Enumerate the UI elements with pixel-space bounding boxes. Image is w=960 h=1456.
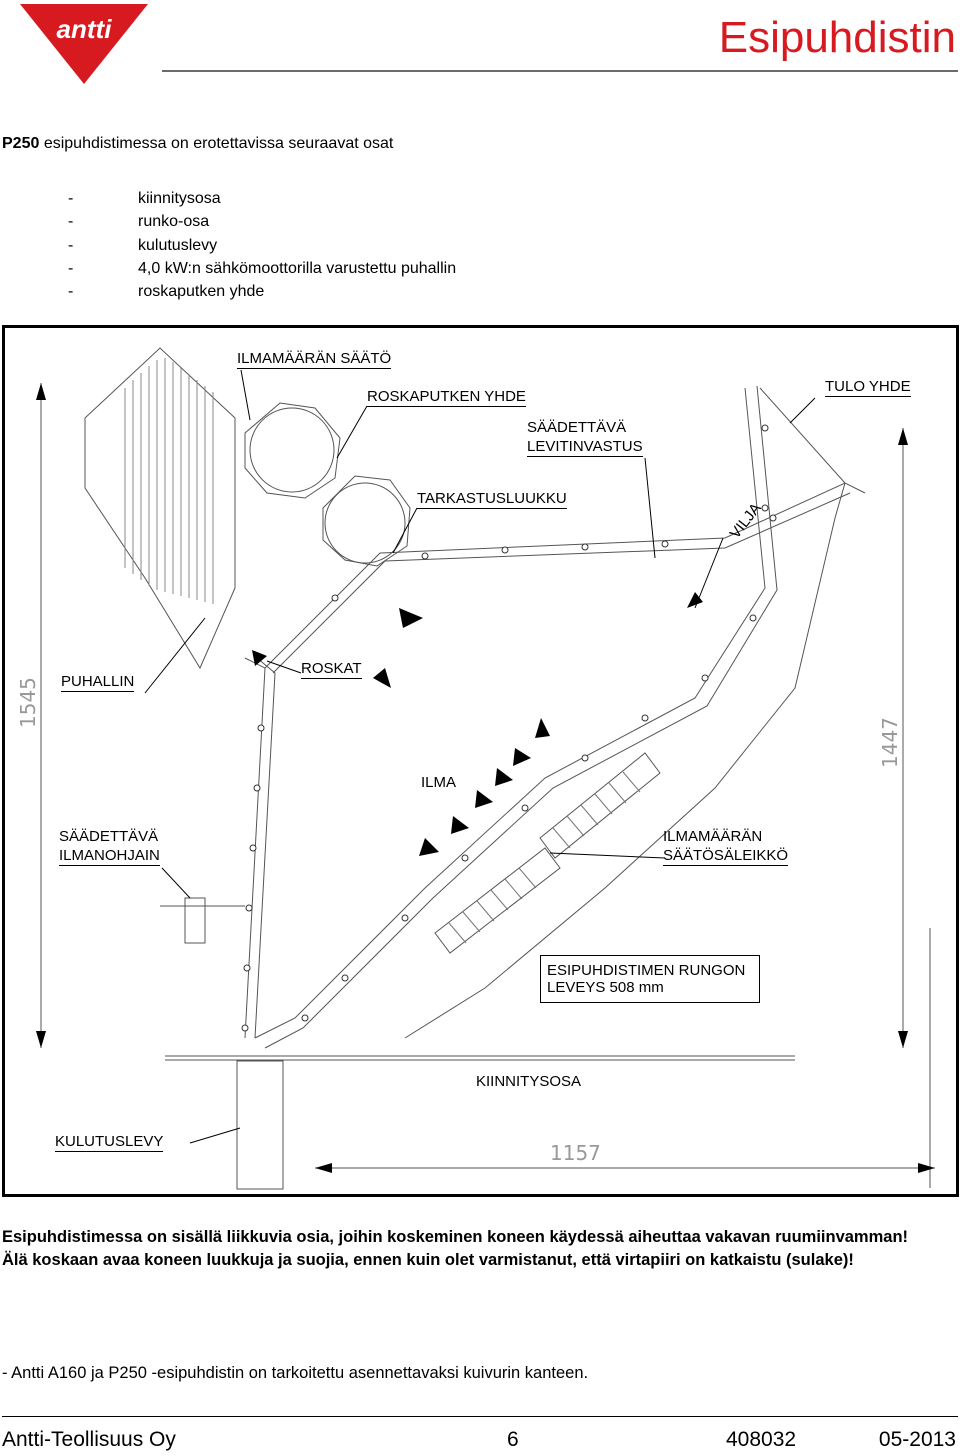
model-name: P250 — [2, 135, 40, 152]
label-saatosaleikko-2: SÄÄTÖSÄLEIKKÖ — [663, 847, 789, 866]
label-levitinvastus-2: LEVITINVASTUS — [527, 438, 643, 457]
dimension-left: 1545 — [16, 677, 40, 728]
parts-list: -kiinnitysosa -runko-osa -kulutuslevy -4… — [68, 187, 456, 303]
label-kiinnitysosa: KIINNITYSOSA — [476, 1073, 582, 1090]
antti-logo: antti — [20, 4, 148, 84]
technical-drawing: 1545 1447 1157 — [16, 347, 935, 1190]
label-saatosaleikko-1: ILMAMÄÄRÄN — [663, 828, 763, 845]
label-ilmanohjain-1: SÄÄDETTÄVÄ — [59, 828, 159, 845]
footer-company: Antti-Teollisuus Oy — [2, 1428, 176, 1451]
label-kulutuslevy: KULUTUSLEVY — [55, 1133, 164, 1152]
label-ilmanohjain-2: ILMANOHJAIN — [59, 847, 160, 866]
footer-doc-number: 408032 — [726, 1428, 797, 1451]
label-tulo-yhde: TULO YHDE — [825, 378, 911, 397]
list-item: -4,0 kW:n sähkömoottorilla varustettu pu… — [68, 259, 457, 277]
warning-line-2: Älä koskaan avaa koneen luukkuja ja suoj… — [2, 1250, 854, 1269]
footer-divider — [2, 1416, 958, 1417]
label-leveys-1: ESIPUHDISTIMEN RUNGON — [547, 962, 746, 979]
list-item: -kiinnitysosa — [68, 190, 221, 207]
pre-cleaner-diagram: 1545 1447 1157 ILMAMÄÄRÄN SÄÄTÖ ROSKAPUT… — [2, 325, 959, 1197]
list-item: -kulutuslevy — [68, 236, 218, 254]
intro-sentence: esipuhdistimessa on erotettavissa seuraa… — [39, 135, 394, 152]
width-note-box: ESIPUHDISTIMEN RUNGON LEVEYS 508 mm — [540, 955, 760, 1003]
svg-text:antti: antti — [57, 14, 113, 44]
installation-note: - Antti A160 ja P250 -esipuhdistin on ta… — [2, 1364, 589, 1382]
page-footer: Antti-Teollisuus Oy 6 408032 05-2013 — [2, 1428, 958, 1456]
page-title: Esipuhdistin — [718, 13, 956, 62]
label-leveys-2: LEVEYS 508 mm — [547, 979, 664, 996]
label-levitinvastus-1: SÄÄDETTÄVÄ — [527, 419, 627, 436]
safety-warning: Esipuhdistimessa on sisällä liikkuvia os… — [2, 1226, 942, 1272]
list-item: -runko-osa — [68, 213, 210, 231]
label-ilma: ILMA — [421, 774, 457, 791]
intro-text: P250 esipuhdistimessa on erotettavissa s… — [2, 135, 393, 153]
label-ilmamaaran-saato: ILMAMÄÄRÄN SÄÄTÖ — [237, 350, 392, 369]
header-divider — [162, 70, 958, 72]
dimension-bottom: 1157 — [550, 1141, 601, 1165]
label-tarkastusluukku: TARKASTUSLUUKKU — [417, 490, 567, 509]
footer-date: 05-2013 — [878, 1428, 956, 1451]
label-roskaputken-yhde: ROSKAPUTKEN YHDE — [367, 388, 526, 407]
label-puhallin: PUHALLIN — [61, 673, 135, 692]
label-roskat: ROSKAT — [301, 660, 362, 679]
list-item: -roskaputken yhde — [68, 283, 265, 301]
footer-page-number: 6 — [507, 1428, 519, 1451]
dimension-right: 1447 — [878, 717, 902, 768]
warning-line-1: Esipuhdistimessa on sisällä liikkuvia os… — [2, 1228, 909, 1246]
